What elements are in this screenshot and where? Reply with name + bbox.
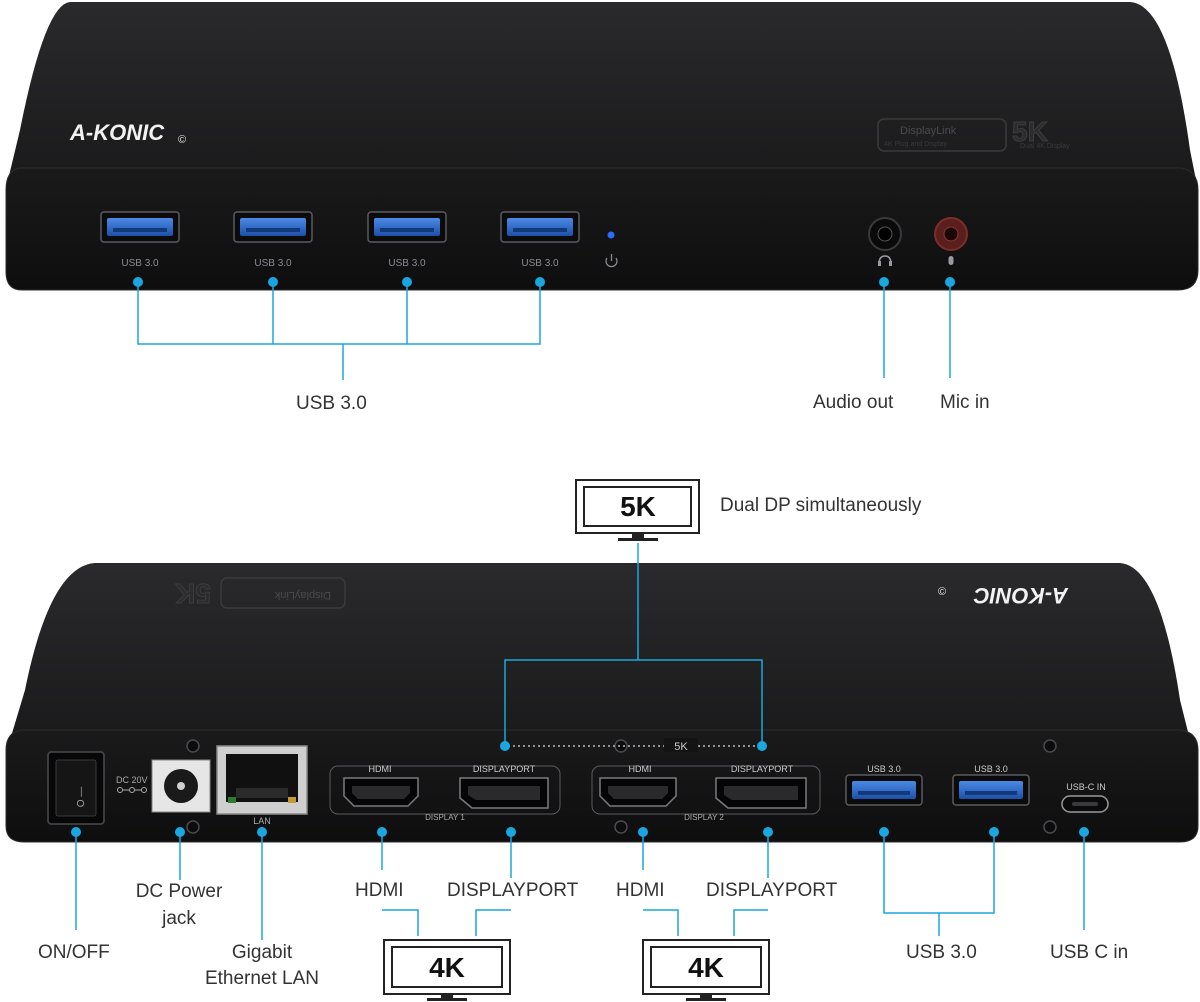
rear-callout-lines <box>75 543 1085 940</box>
mic-icon <box>948 256 954 265</box>
rear-brand-logo: A-KONIC <box>973 583 1069 608</box>
power-icon <box>605 254 618 268</box>
front-dock: A-KONIC © DisplayLink 4K Plug and Displa… <box>5 2 1199 291</box>
callout-dc-power-line2: jack <box>162 908 196 929</box>
front-dock-top <box>8 2 1196 180</box>
front-callout-dots <box>133 277 955 287</box>
front-usb-ports: USB 3.0 USB 3.0 USB 3.0 USB 3.0 <box>100 211 580 269</box>
front-callout-lines <box>137 282 951 380</box>
resolution-mark: 5K <box>1012 116 1048 147</box>
lan-label: LAN <box>253 816 271 826</box>
usb-port <box>367 211 447 243</box>
callout-lan-line1: Gigabit <box>231 942 293 963</box>
callout-on-off: ON/OFF <box>38 942 110 963</box>
usbc-port <box>1061 795 1109 813</box>
callout-usb-rear: USB 3.0 <box>906 942 977 963</box>
monitor-4k: 4K <box>642 939 770 1001</box>
callout-displayport-2: DISPLAYPORT <box>706 880 838 901</box>
brand-logo: A-KONIC <box>69 120 165 145</box>
dc-polarity-icon <box>117 787 147 793</box>
monitor-5k-label: 5K <box>620 491 656 522</box>
power-led <box>607 231 615 239</box>
displayport-port <box>715 777 807 809</box>
usb-port-label: USB 3.0 <box>521 258 559 269</box>
display1-frame <box>329 765 561 815</box>
display2-hdmi-label: HDMI <box>629 764 652 774</box>
rear-brand-logo-mark: © <box>938 586 946 598</box>
callout-lan-line2: Ethernet LAN <box>204 968 320 989</box>
display2-label: DISPLAY 2 <box>684 813 724 822</box>
callout-5k-caption: Dual DP simultaneously <box>720 495 922 516</box>
usb-port-label: USB 3.0 <box>254 258 292 269</box>
lan-port <box>216 745 308 815</box>
monitor-4k: 4K <box>383 939 511 1001</box>
usb-port-label: USB 3.0 <box>121 258 159 269</box>
display2-frame <box>591 765 821 815</box>
callout-hdmi-1: HDMI <box>355 880 404 901</box>
usb-port <box>952 774 1030 806</box>
dc-label: DC 20V <box>116 775 148 785</box>
headphone-icon <box>878 255 892 266</box>
display1-label: DISPLAY 1 <box>425 813 465 822</box>
displaylink-badge-subtitle: 4K Plug and Display <box>884 141 948 148</box>
usb-port <box>500 211 580 243</box>
switch-mark: O — <box>76 787 87 808</box>
monitor-4k-label: 4K <box>688 952 724 983</box>
dc-power-jack <box>151 759 211 813</box>
display2-dp-label: DISPLAYPORT <box>731 764 794 774</box>
monitor-4k-label: 4K <box>429 952 465 983</box>
power-switch: O — <box>47 751 105 825</box>
rear-usb-label: USB 3.0 <box>867 764 901 774</box>
displaylink-badge-text: DisplayLink <box>900 125 957 137</box>
svg-text:A-KONIC: A-KONIC <box>973 583 1069 608</box>
rear-usb-label: USB 3.0 <box>974 764 1008 774</box>
displayport-port <box>459 777 549 809</box>
callout-dc-power-line1: DC Power <box>135 881 223 902</box>
resolution-subtitle: Dual 4K Display <box>1020 143 1070 150</box>
callout-usb-c: USB C in <box>1050 942 1129 963</box>
callout-usb-front: USB 3.0 <box>296 393 367 414</box>
usbc-label: USB-C IN <box>1066 782 1106 792</box>
usb-port <box>100 211 180 243</box>
svg-text:DisplayLink: DisplayLink <box>274 589 331 601</box>
dp-link-label: 5K <box>674 741 688 753</box>
display1-dp-label: DISPLAYPORT <box>473 764 536 774</box>
usb-port-label: USB 3.0 <box>388 258 426 269</box>
brand-logo-mark: © <box>178 134 186 146</box>
rear-displaylink-mark: DisplayLink 5K <box>175 577 346 610</box>
rear-screws <box>186 739 1057 834</box>
usb-port <box>845 774 923 806</box>
hdmi-port <box>343 777 419 807</box>
audio-out-jack <box>868 217 902 251</box>
svg-text:5K: 5K <box>175 578 211 609</box>
callout-mic-in: Mic in <box>940 392 990 413</box>
callout-displayport-1: DISPLAYPORT <box>447 880 579 901</box>
display1-hdmi-label: HDMI <box>369 764 392 774</box>
rear-callout-dots <box>71 741 1089 837</box>
front-dock-face <box>5 167 1199 291</box>
usb-port <box>233 211 313 243</box>
displaylink-badge <box>877 118 1007 152</box>
callout-audio-out: Audio out <box>813 392 894 413</box>
callout-hdmi-2: HDMI <box>616 880 665 901</box>
monitor-5k: 5K <box>575 479 700 541</box>
hdmi-port <box>599 777 677 807</box>
mic-in-jack <box>934 217 968 251</box>
